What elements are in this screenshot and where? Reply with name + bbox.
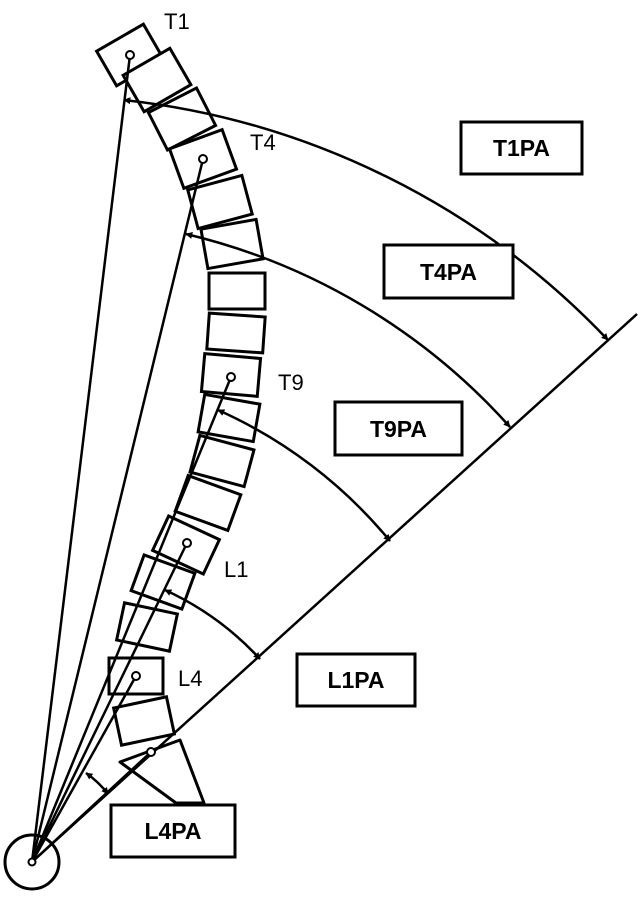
angle-text-t1pa: T1PA <box>493 135 550 161</box>
centroid-l1 <box>182 538 192 548</box>
angle-box-t1pa <box>459 120 584 176</box>
centroid-l4 <box>131 671 141 681</box>
line-to-l1 <box>30 542 189 863</box>
angle-box-t4pa <box>382 243 515 300</box>
centroid-s1 <box>146 747 156 757</box>
vertebra-t8 <box>205 311 267 355</box>
vertebra-t7 <box>207 271 267 311</box>
centroid-t9 <box>226 372 236 382</box>
centroid-hip <box>27 857 37 867</box>
line-to-t9 <box>30 376 233 863</box>
arc-l1pa <box>164 588 261 660</box>
label-l4: L4 <box>178 666 202 691</box>
angle-label-l4pa: L4PA <box>109 803 237 859</box>
centroid-t1 <box>125 50 135 60</box>
angle-label-t4pa: T4PA <box>382 243 515 300</box>
line-to-s1 <box>31 751 152 863</box>
arc-t9pa <box>217 408 391 542</box>
angle-box-t9pa <box>333 400 464 457</box>
line-to-l4 <box>30 675 138 863</box>
angle-text-l4pa: L4PA <box>144 818 201 844</box>
angle-box-l4pa <box>109 803 237 859</box>
angle-label-t1pa: T1PA <box>459 120 584 176</box>
vertebra-t6 <box>199 217 265 271</box>
angle-text-t9pa: T9PA <box>370 416 427 442</box>
angle-text-l1pa: L1PA <box>327 667 384 693</box>
femoral-head <box>3 833 61 891</box>
angle-label-l1pa: L1PA <box>295 652 417 708</box>
angle-text-t4pa: T4PA <box>420 259 477 285</box>
pelvic-angle-lines <box>30 54 233 863</box>
line-to-t1 <box>30 54 132 863</box>
label-t1: T1 <box>164 9 190 34</box>
arc-l4pa <box>85 771 109 795</box>
vertebra-l5 <box>111 695 177 747</box>
label-t9: T9 <box>278 370 304 395</box>
label-l1: L1 <box>224 557 248 582</box>
arc-t4pa <box>185 232 511 428</box>
spine-column <box>94 22 267 747</box>
angle-arcs <box>85 97 609 795</box>
angle-box-l1pa <box>295 652 417 708</box>
arc-t1pa <box>123 97 609 341</box>
label-t4: T4 <box>250 130 276 155</box>
angle-label-t9pa: T9PA <box>333 400 464 457</box>
sacral-reference-line <box>31 313 638 863</box>
centroid-t4 <box>198 154 208 164</box>
